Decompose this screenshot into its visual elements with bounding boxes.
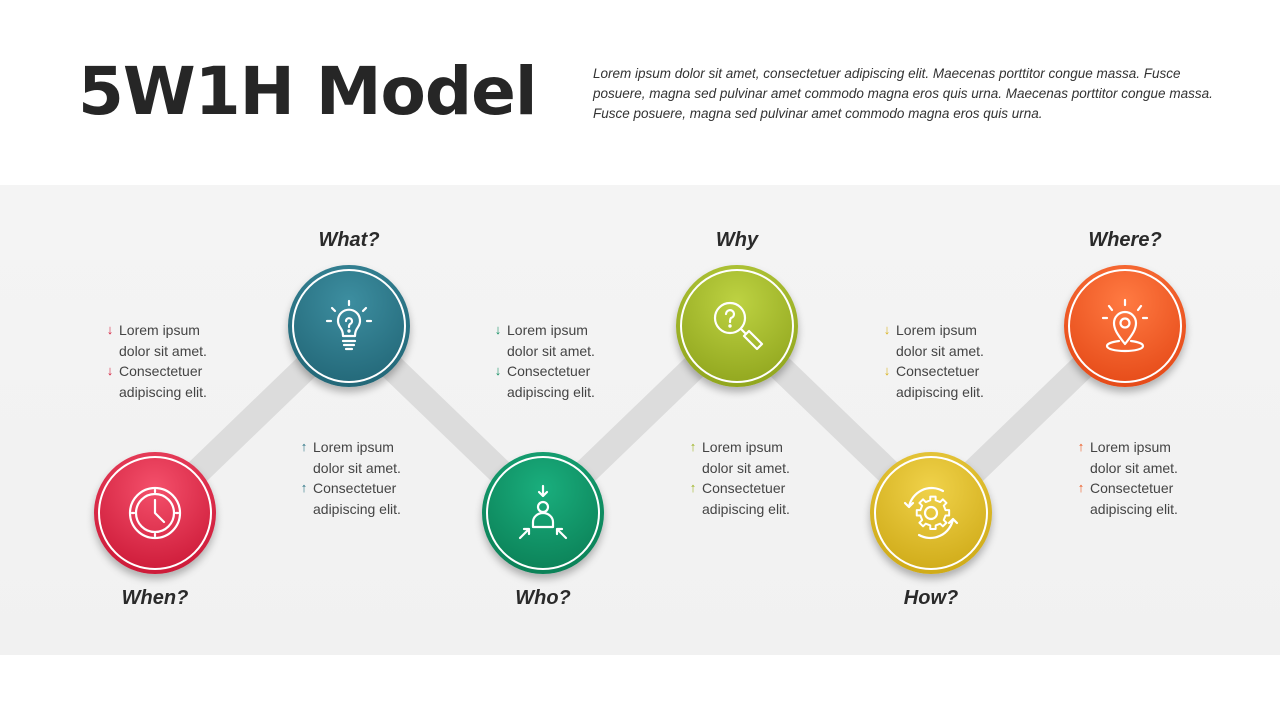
bullet-text: adipiscing elit.	[1090, 500, 1178, 517]
person-icon	[518, 484, 568, 540]
bullet-text: dolor sit amet.	[119, 342, 207, 359]
arrow-down-icon: ↓	[883, 363, 891, 378]
arrow-down-icon: ↓	[494, 322, 502, 337]
arrow-up-icon: ↑	[300, 439, 308, 454]
arrow-up-icon: ↑	[1077, 480, 1085, 495]
bullet-group-how: ↓ Lorem ipsum dolor sit amet. ↓ Consectetu…	[878, 320, 1018, 402]
bullet-text: dolor sit amet.	[1090, 459, 1178, 476]
arrow-up-icon: ↑	[300, 480, 308, 495]
arrow-down-icon: ↓	[883, 322, 891, 337]
bullet-text: adipiscing elit.	[313, 500, 401, 517]
bullet-text: Consectetuer	[119, 363, 203, 379]
bullet-text: adipiscing elit.	[702, 500, 790, 517]
clock-icon	[128, 486, 182, 540]
bullet-text: Consectetuer	[896, 363, 980, 379]
bullet-text: Consectetuer	[507, 363, 591, 379]
bullet-text: Consectetuer	[702, 480, 786, 496]
arrow-up-icon: ↑	[689, 480, 697, 495]
bullet-text: adipiscing elit.	[507, 383, 595, 400]
slide-title: 5W1H Model	[78, 53, 538, 130]
bullet-text: Lorem ipsum	[702, 439, 783, 455]
label-where: Where?	[1088, 229, 1162, 251]
lightbulb-icon	[325, 299, 373, 351]
bullet-text: dolor sit amet.	[896, 342, 984, 359]
arrow-up-icon: ↑	[689, 439, 697, 454]
bullet-text: Lorem ipsum	[119, 322, 200, 338]
bullet-text: Lorem ipsum	[313, 439, 394, 455]
label-when: When?	[121, 587, 189, 609]
magnifier-question-icon	[713, 301, 764, 351]
arrow-down-icon: ↓	[106, 322, 114, 337]
bullet-text: Consectetuer	[1090, 480, 1174, 496]
bullet-group-why: ↑ Lorem ipsum dolor sit amet. ↑ Consectetu…	[684, 437, 824, 519]
diagram-panel	[0, 185, 1280, 655]
bullet-text: dolor sit amet.	[313, 459, 401, 476]
location-pin-icon	[1101, 298, 1149, 353]
label-how: How?	[903, 587, 959, 609]
bullet-text: Lorem ipsum	[896, 322, 977, 338]
bullet-text: dolor sit amet.	[507, 342, 595, 359]
bullet-text: Lorem ipsum	[507, 322, 588, 338]
node-when	[94, 452, 216, 574]
label-who: Who?	[515, 587, 571, 609]
gear-cycle-icon	[903, 486, 959, 540]
bullet-text: Lorem ipsum	[1090, 439, 1171, 455]
node-who	[482, 452, 604, 574]
arrow-down-icon: ↓	[106, 363, 114, 378]
node-what	[288, 265, 410, 387]
bullet-text: dolor sit amet.	[702, 459, 790, 476]
bullet-group-when: ↓ Lorem ipsum dolor sit amet. ↓ Consectetu…	[101, 320, 241, 402]
bullet-group-what: ↑ Lorem ipsum dolor sit amet. ↑ Consectetu…	[295, 437, 435, 519]
bullet-text: adipiscing elit.	[896, 383, 984, 400]
intro-text: Lorem ipsum dolor sit amet, consectetuer…	[593, 66, 1213, 121]
bullet-text: adipiscing elit.	[119, 383, 207, 400]
bullet-group-who: ↓ Lorem ipsum dolor sit amet. ↓ Consectetu…	[489, 320, 629, 402]
label-why: Why	[715, 229, 759, 251]
arrow-down-icon: ↓	[494, 363, 502, 378]
label-what: What?	[318, 229, 380, 251]
node-how	[870, 452, 992, 574]
arrow-up-icon: ↑	[1077, 439, 1085, 454]
node-where	[1064, 265, 1186, 387]
node-why	[676, 265, 798, 387]
bullet-text: Consectetuer	[313, 480, 397, 496]
bullet-group-where: ↑ Lorem ipsum dolor sit amet. ↑ Consectetu…	[1072, 437, 1212, 519]
